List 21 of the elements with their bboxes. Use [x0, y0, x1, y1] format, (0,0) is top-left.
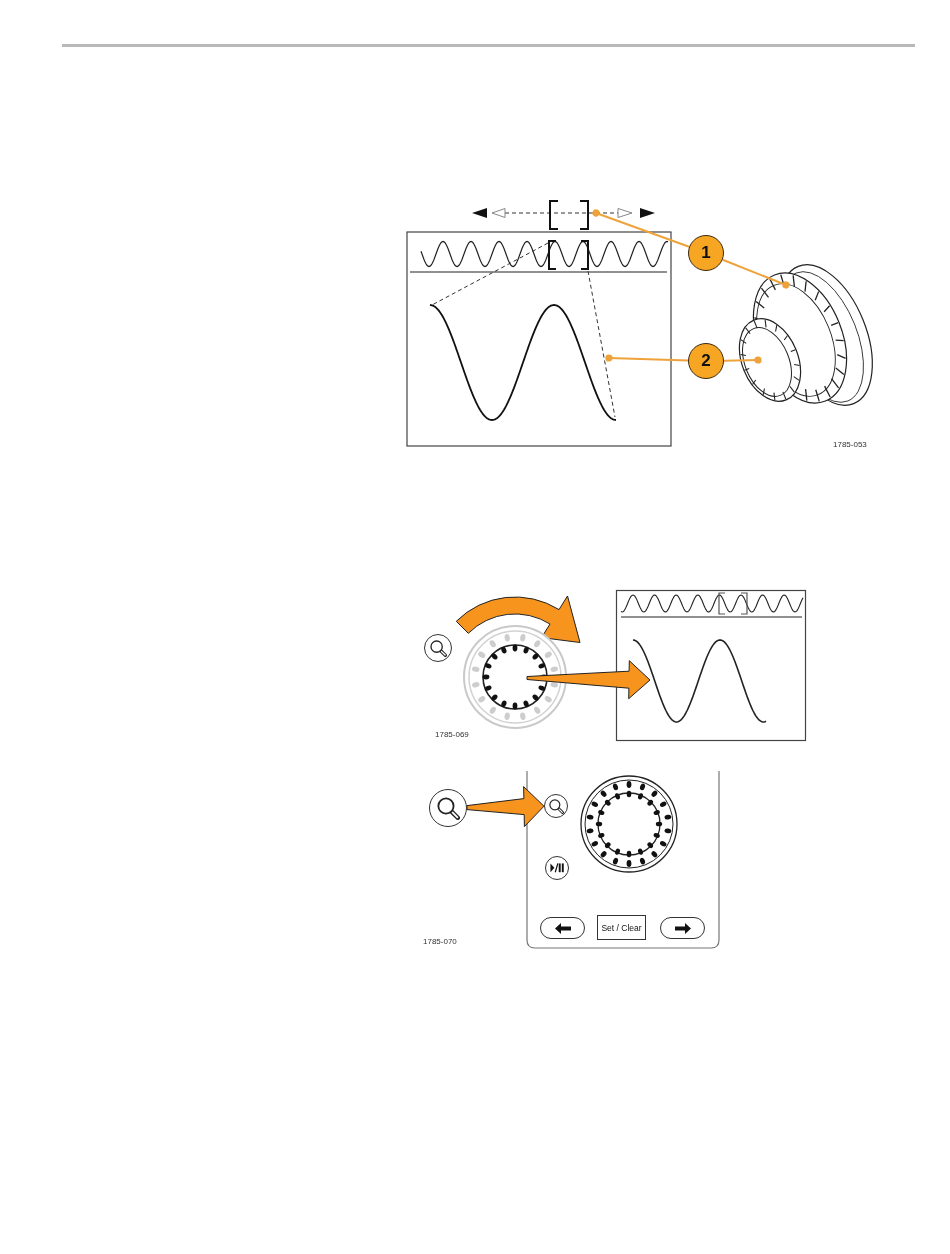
left-arrow-button [540, 917, 585, 939]
figure-number: 1785-069 [435, 730, 469, 739]
bracket [548, 199, 590, 231]
leader-line [605, 354, 689, 362]
waveform-display [406, 231, 672, 447]
rotary-knob [462, 624, 568, 730]
figure-number: 1785-053 [833, 440, 867, 449]
play-pause-button [545, 856, 569, 880]
zoom-button [429, 789, 467, 827]
callout-number: 2 [688, 343, 724, 379]
inner-knob [738, 317, 802, 403]
right-arrow-button [660, 917, 705, 939]
block-arrow [466, 786, 545, 828]
set-clear-button: Set / Clear [597, 915, 646, 940]
leader-line [592, 209, 691, 248]
waveform-display [615, 589, 807, 742]
leader-line [721, 258, 790, 289]
block-arrow [526, 660, 651, 700]
callout-number: 1 [688, 235, 724, 271]
figure-number: 1785-070 [423, 937, 457, 946]
zoom-button [424, 634, 452, 662]
